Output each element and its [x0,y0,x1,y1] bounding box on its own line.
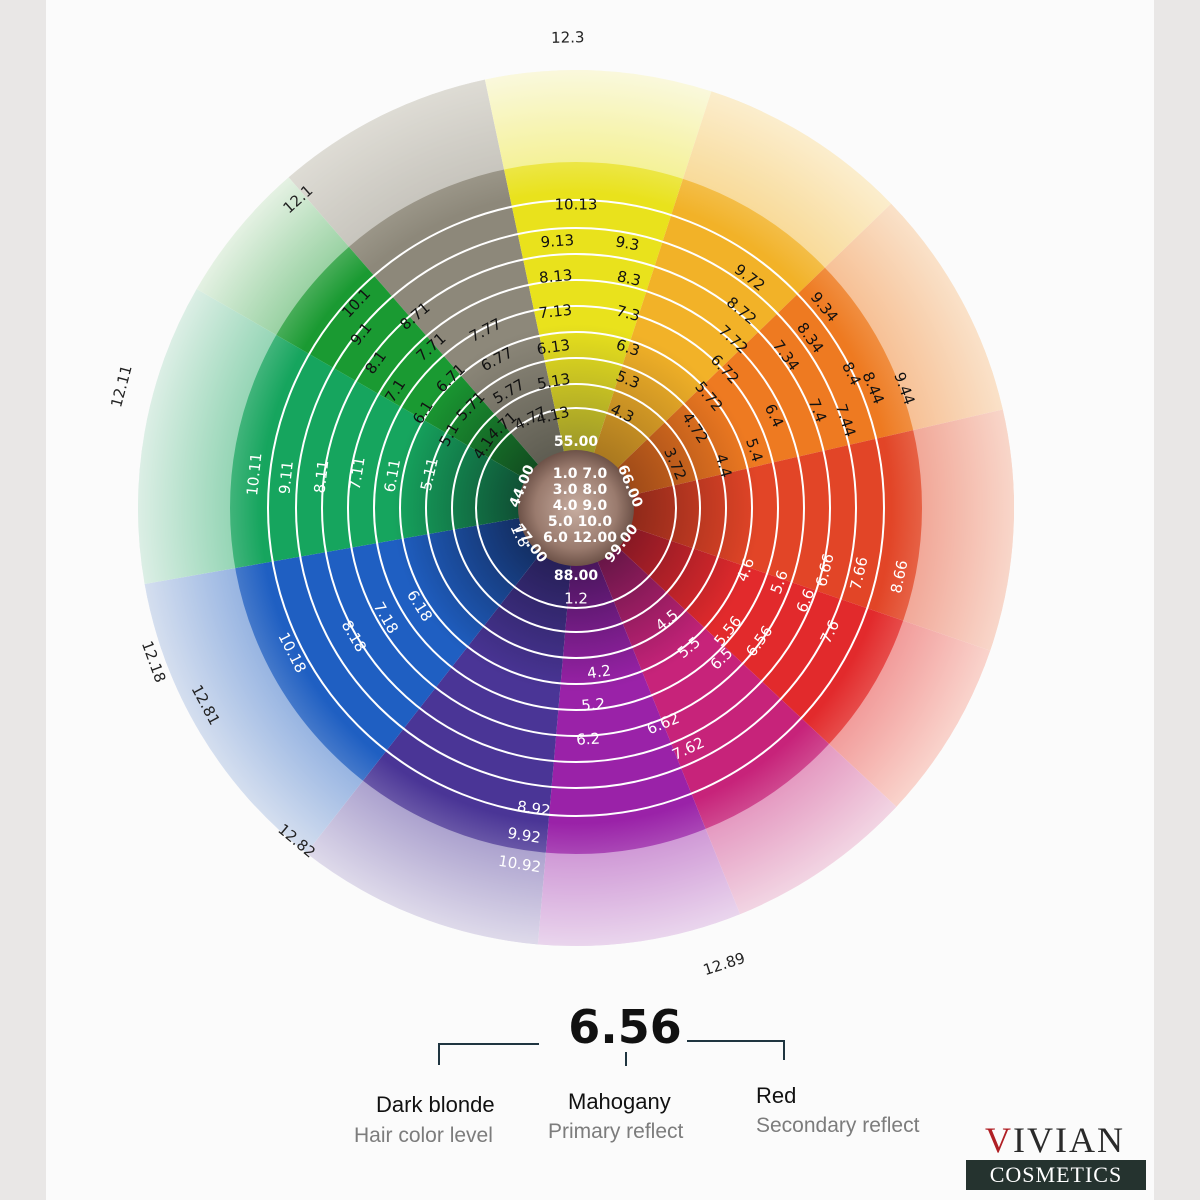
sector-copper-red [576,409,1014,651]
shade-label: 10.13 [555,196,598,214]
shade-label: 7.13 [538,301,573,322]
shade-label: 6.2 [576,730,601,749]
shade-label: 6.11 [381,458,405,494]
bracket-left-line [438,1043,539,1045]
shade-label: 10.11 [243,452,265,497]
outer-shade-label: 12.11 [107,363,136,409]
sector-red [576,508,991,807]
ring-7 [321,253,831,763]
sector-violet [306,508,576,945]
shade-label: 8.13 [538,266,573,287]
ring-2 [451,383,701,633]
sector-green [137,289,576,585]
brand-logo: VIVIAN COSMETICS [958,1122,1152,1192]
shade-label: 8.92 [516,797,552,819]
bracket-middle-tick [625,1052,627,1066]
center-natural-row: 3.0 8.0 [553,482,608,498]
brand-name: VIVIAN [958,1122,1152,1158]
sector-blue [144,508,576,854]
wheel-rings [267,199,885,817]
bracket-right-tick [783,1040,785,1060]
outer-shade-label: 12.89 [701,949,747,979]
wheel-sectors [137,69,1014,946]
outer-shade-label: 12.3 [551,28,585,47]
bracket-left-tick [438,1043,440,1065]
shade-label: 5.2 [581,695,606,715]
ring-3 [425,357,727,659]
shade-label: 7.3 [614,302,642,326]
ring-1 [475,407,677,609]
legend-primary-title: Mahogany [568,1089,671,1114]
center-disc [518,450,634,566]
shade-label: 8.11 [310,459,332,494]
ring-5 [373,305,779,711]
legend-secondary-title: Red [756,1083,797,1108]
shade-label: 9.3 [614,232,641,254]
shade-label: 6.13 [536,336,572,358]
sector-gold [484,69,712,508]
center-natural-row: 5.0 10.0 [548,514,612,530]
center-natural-row: 6.0 12.00 [543,530,617,546]
ring-4 [399,331,753,685]
brand-initial: V [985,1120,1013,1160]
ring-9 [267,199,885,817]
center-natural-row: 1.0 7.0 [553,466,608,482]
shade-label: 4.4 [712,452,736,480]
ring-8 [295,227,857,789]
brand-name-rest: IVIAN [1013,1120,1125,1160]
shade-label: 7.11 [346,455,369,491]
center-shade-label: 55.00 [554,434,599,450]
legend-secondary-subtitle: Secondary reflect [756,1114,920,1137]
center-shade-label: 88.00 [554,568,599,584]
bracket-right-line [687,1040,785,1042]
sector-gold-orange [576,91,892,508]
sector-magenta [576,508,897,915]
sector-copper [576,203,1003,509]
shade-label: 4.2 [586,661,612,682]
brand-tagline: COSMETICS [966,1160,1146,1190]
shade-label: 9.13 [540,231,575,251]
sector-dark-green [196,177,576,509]
shade-label: 8.3 [615,267,642,290]
shade-label: 9.11 [275,460,296,495]
legend-level-title: Dark blonde [376,1092,495,1117]
ring-6 [347,279,805,737]
example-code: 6.56 [568,1000,682,1054]
center-natural-row: 4.0 9.0 [553,498,608,514]
sector-ash-gray [288,79,576,508]
legend-level-subtitle: Hair color level [354,1124,493,1147]
shade-label: 9.92 [506,824,542,847]
legend-primary-subtitle: Primary reflect [548,1120,684,1143]
shade-label: 5.13 [536,370,572,394]
shade-label: 1.2 [564,590,588,608]
outer-band [138,70,1014,946]
